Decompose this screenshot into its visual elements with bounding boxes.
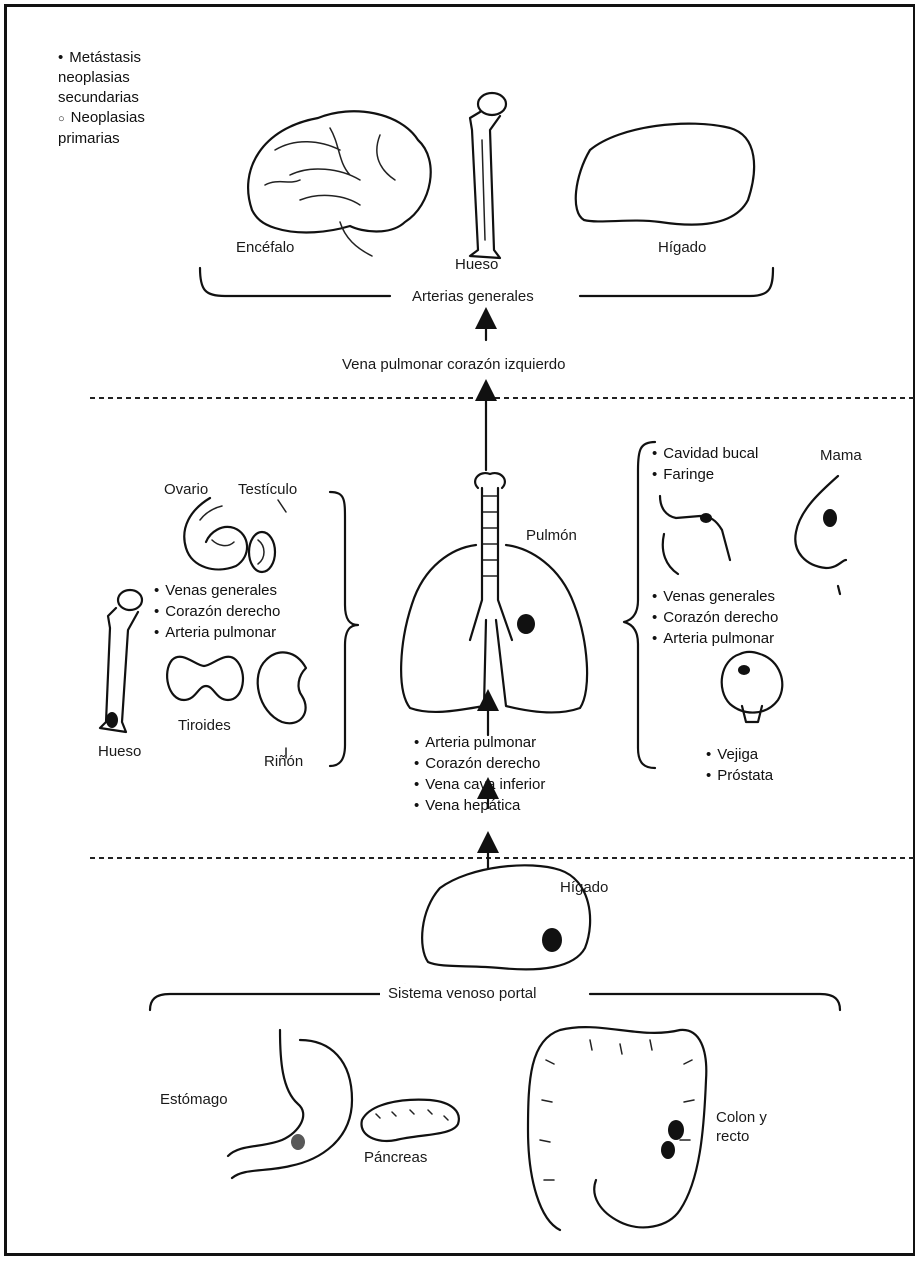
bladder-icon: [722, 652, 783, 722]
label-pulmon: Pulmón: [526, 526, 577, 545]
left-path-item: Venas generales: [154, 580, 280, 601]
lungs-icon: [401, 473, 587, 712]
legend: Metástasis neoplasias secundarias Neopla…: [58, 48, 208, 149]
ovary-icon: [184, 498, 247, 569]
kidney-icon: [258, 652, 306, 758]
label-arterias-generales: Arterias generales: [404, 287, 542, 306]
head-throat-icon: [660, 496, 730, 574]
right-top-item: Cavidad bucal: [652, 443, 758, 464]
left-path-item: Arteria pulmonar: [154, 622, 280, 643]
label-encefalo: Encéfalo: [236, 238, 294, 257]
label-tiroides: Tiroides: [178, 716, 231, 735]
label-rinon: Riñón: [264, 752, 303, 771]
center-path-item: Corazón derecho: [414, 753, 545, 774]
left-path-list: Venas generales Corazón derecho Arteria …: [154, 580, 280, 643]
right-top-item: Faringe: [652, 464, 758, 485]
label-vena-pulmonar: Vena pulmonar corazón izquierdo: [342, 355, 565, 374]
label-ovario: Ovario: [164, 480, 208, 499]
label-testiculo: Testículo: [238, 480, 297, 499]
right-bottom-item: Próstata: [706, 765, 773, 786]
center-path-item: Arteria pulmonar: [414, 732, 545, 753]
brain-icon: [248, 111, 431, 256]
right-organs-bracket: [624, 442, 655, 768]
right-path-list: Venas generales Corazón derecho Arteria …: [652, 586, 778, 649]
right-bottom-item: Vejiga: [706, 744, 773, 765]
legend-primary: Neoplasias primarias: [58, 108, 208, 149]
right-path-item: Corazón derecho: [652, 607, 778, 628]
label-sistema-venoso-portal: Sistema venoso portal: [380, 984, 544, 1003]
bone-middle-icon: [100, 590, 142, 732]
label-higado-bottom: Hígado: [560, 878, 608, 897]
pancreas-icon: [361, 1100, 458, 1141]
label-pancreas: Páncreas: [364, 1148, 427, 1167]
label-mama: Mama: [820, 446, 862, 465]
label-estomago: Estómago: [160, 1090, 228, 1109]
legend-secondary: Metástasis neoplasias secundarias: [58, 48, 208, 108]
center-path-item: Vena cava inferior: [414, 774, 545, 795]
left-organs-bracket: [330, 492, 358, 766]
right-top-list: Cavidad bucal Faringe: [652, 443, 758, 485]
right-path-item: Venas generales: [652, 586, 778, 607]
label-colon-recto: Colon y recto: [716, 1108, 776, 1146]
label-higado-top: Hígado: [658, 238, 706, 257]
colon-icon: [528, 1027, 706, 1230]
breast-icon: [795, 476, 846, 594]
left-path-item: Corazón derecho: [154, 601, 280, 622]
stomach-icon: [228, 1030, 352, 1178]
right-bottom-list: Vejiga Próstata: [706, 744, 773, 786]
thyroid-icon: [167, 657, 243, 700]
testis-icon: [249, 500, 286, 572]
liver-top-icon: [576, 124, 754, 225]
bone-top-icon: [470, 93, 506, 258]
center-path-item: Vena hepática: [414, 795, 545, 816]
label-hueso-top: Hueso: [455, 255, 498, 274]
center-path-list: Arteria pulmonar Corazón derecho Vena ca…: [414, 732, 545, 816]
label-hueso-middle: Hueso: [98, 742, 141, 761]
right-path-item: Arteria pulmonar: [652, 628, 778, 649]
